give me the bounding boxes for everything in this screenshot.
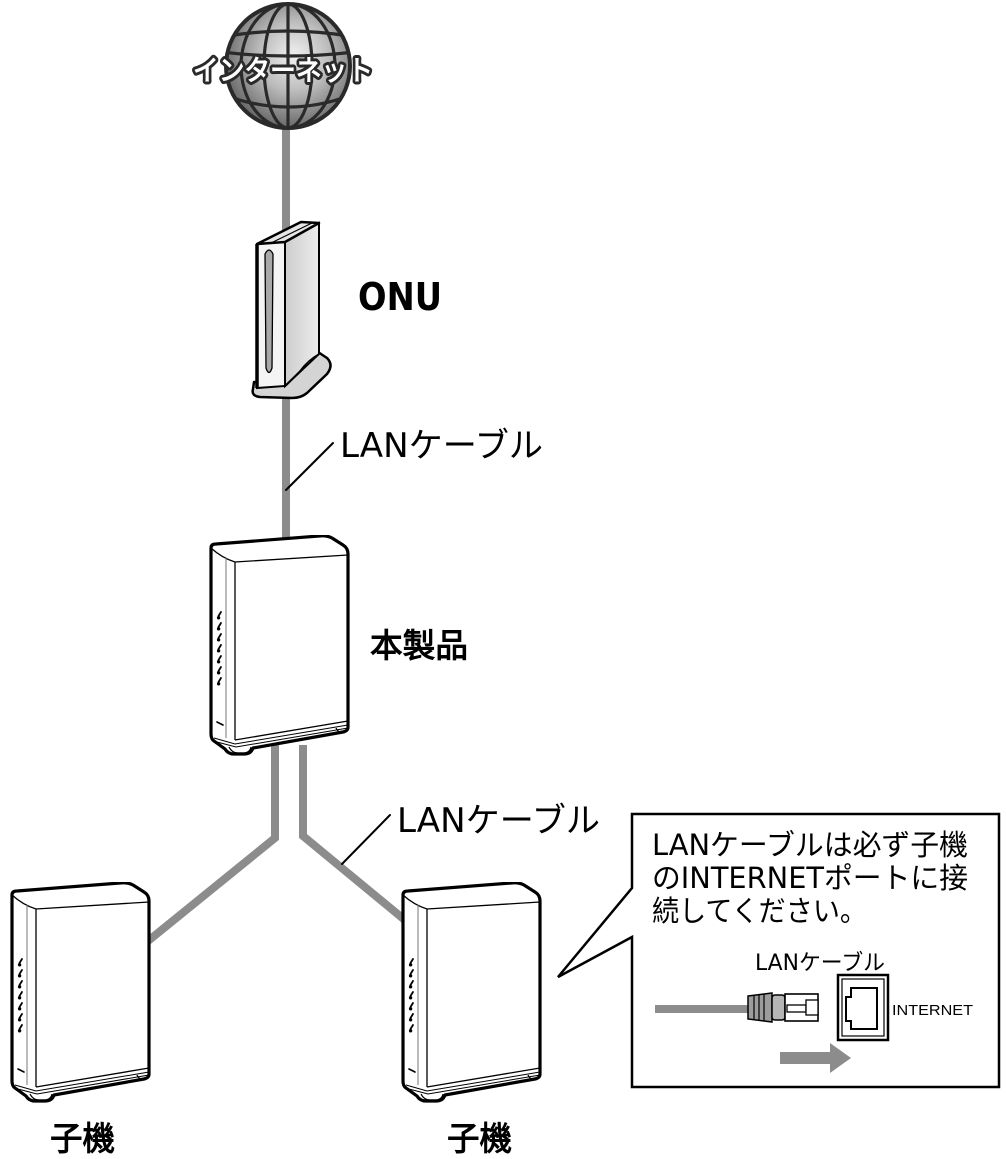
child-left-label: 子機 [50,1119,115,1158]
onu-front-slot [264,249,274,374]
lan-plug-icon [747,992,819,1023]
callout-cable-label: LANケーブル [755,951,885,976]
port-jack [845,987,878,1030]
main-router-device-icon [209,535,350,756]
plug-boot [747,992,773,1023]
globe-outline [224,2,352,130]
globe-meridian [262,4,314,128]
lan-port-icon [836,973,890,1042]
child-right-device-icon [401,882,542,1103]
port-label: INTERNET [892,1002,973,1019]
leader-line-upper-cable [285,442,334,491]
child-right-label: 子機 [447,1119,512,1158]
plug-latch [786,1004,807,1013]
globe-icon [224,2,352,130]
callout-text-line: のINTERNETポートに接 [652,861,968,895]
globe-parallel [226,50,350,58]
port-frame-inner [841,978,885,1037]
right-arrow-icon [780,1043,851,1073]
callout-text-line: 続してください。 [652,894,867,928]
leader-line-lower-cable [341,814,391,865]
globe-meridian [239,4,337,128]
onu-top-ridge [270,222,313,244]
onu-foot-ramp [285,353,320,386]
cable-main-router-child-right [299,745,409,925]
cable-label-upper: LANケーブル [340,426,543,466]
callout-cable [655,1005,750,1013]
callout-box: LANケーブルは必ず子機 のINTERNETポートに接 続してください。 LAN… [557,812,1001,1089]
main-router-label: 本製品 [370,626,468,665]
onu-device-icon [251,220,332,400]
callout-text-line: LANケーブルは必ず子機 [652,828,968,862]
internet-label: インターネット [193,54,373,87]
plug-tip [805,999,819,1016]
plug-strain-relief [771,994,786,1021]
cable-main-router-child-left [145,745,279,945]
onu-label: ONU [358,275,442,319]
cable-label-lower: LANケーブル [397,801,600,841]
child-left-device-icon [10,882,151,1103]
